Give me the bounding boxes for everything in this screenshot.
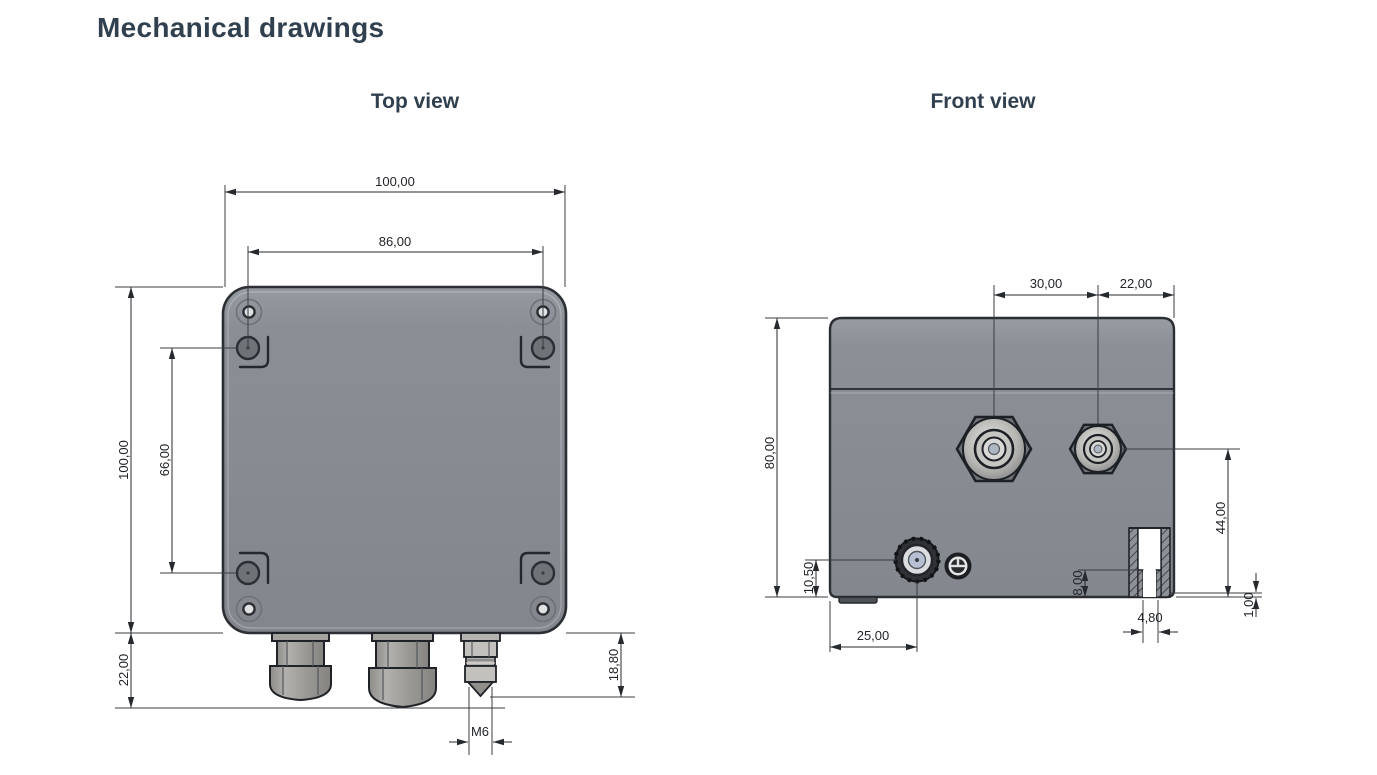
cable-gland-left	[269, 632, 332, 702]
dim-label-hole-spacing-x: 86,00	[379, 234, 412, 249]
dim-label-connector-height: 10,50	[801, 562, 816, 595]
dim-overall-depth: 100,00	[115, 286, 223, 634]
base-foot	[838, 596, 878, 604]
front-view-drawing: 30,00 22,00 80,00 10,50 25,00	[762, 276, 1262, 652]
dim-mount-hole-dia: 4,80	[1123, 600, 1178, 643]
front-view-title: Front view	[930, 90, 1036, 113]
dim-connector-height: 10,50	[801, 559, 896, 597]
pressure-vent	[944, 552, 972, 580]
dim-label-vent-thread: M6	[471, 724, 489, 739]
dim-gland-to-edge: 22,00	[1098, 276, 1175, 318]
dim-hole-spacing-x: 86,00	[247, 234, 544, 348]
dim-label-mount-hole-dia: 4,80	[1137, 610, 1162, 625]
dim-hole-spacing-y: 66,00	[157, 347, 237, 574]
dim-vent-protrusion: 18,80	[490, 632, 635, 698]
dim-overall-width: 100,00	[224, 174, 566, 287]
dim-gland-spacing: 30,00	[994, 276, 1098, 299]
dim-label-gland-to-edge: 22,00	[1120, 276, 1153, 291]
enclosure-top-body	[221, 285, 568, 635]
dim-counterbore-depth: 8,00	[1070, 569, 1138, 597]
page-title: Mechanical drawings	[97, 12, 385, 43]
top-view-title: Top view	[370, 90, 460, 113]
top-view-drawing: 100,00 86,00 100,00 66,00 22,00	[115, 174, 635, 755]
dim-gland-protrusion: 22,00	[115, 633, 505, 709]
dim-label-overall-depth: 100,00	[116, 440, 131, 480]
dim-overall-height: 80,00	[762, 317, 828, 598]
dim-label-vent-protrusion: 18,80	[606, 649, 621, 682]
dim-label-gland-protrusion: 22,00	[116, 654, 131, 687]
front-gland-small	[1068, 285, 1128, 475]
dim-label-overall-height: 80,00	[762, 437, 777, 470]
dim-base-lip: 1,00	[1170, 573, 1262, 618]
dim-label-overall-width: 100,00	[375, 174, 415, 189]
dim-vent-thread: M6	[449, 687, 512, 755]
front-gland-large	[955, 285, 1033, 483]
dim-connector-offset: 25,00	[829, 582, 918, 652]
dim-label-base-lip: 1,00	[1241, 592, 1256, 617]
dim-label-counterbore-depth: 8,00	[1070, 570, 1085, 595]
m8-connector	[893, 536, 941, 584]
corner-bracket-grooves	[238, 335, 551, 585]
breather-vent	[460, 632, 501, 698]
dim-label-small-gland-height: 44,00	[1213, 502, 1228, 535]
dim-label-gland-spacing: 30,00	[1030, 276, 1063, 291]
dim-label-hole-spacing-y: 66,00	[157, 444, 172, 477]
mounting-pillar-section	[1128, 527, 1171, 598]
dim-label-connector-offset: 25,00	[857, 628, 890, 643]
cable-gland-right	[368, 632, 437, 709]
